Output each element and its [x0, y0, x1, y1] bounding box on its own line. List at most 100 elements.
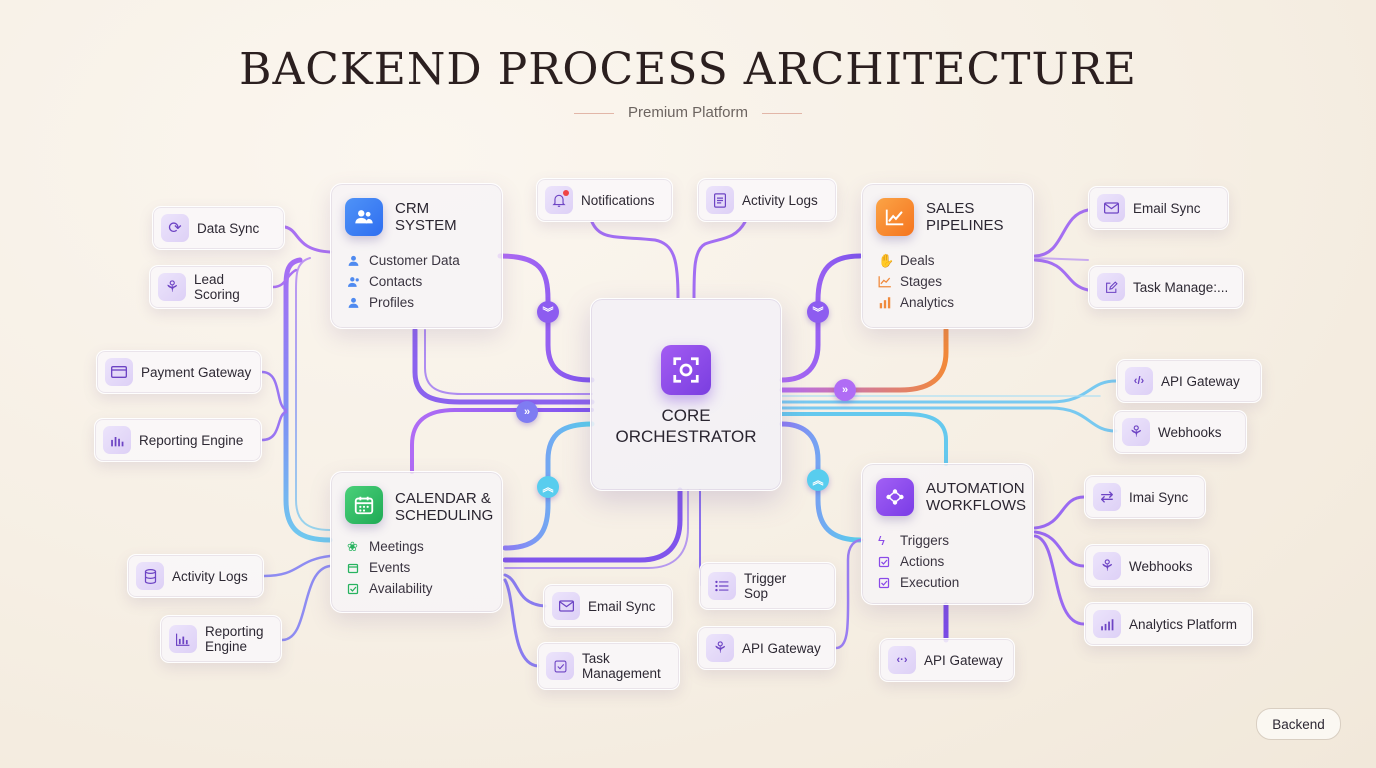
wire-task-management-bottom	[503, 578, 540, 668]
webhook-icon: ⚘	[706, 634, 734, 662]
bar-chart-icon	[1093, 610, 1121, 638]
chip-webhooks-right-2[interactable]: ⚘ Webhooks	[1084, 544, 1210, 588]
crm-item-contacts[interactable]: Contacts	[347, 271, 460, 292]
chip-payment-gateway[interactable]: Payment Gateway	[96, 350, 262, 394]
chevron-down-icon: ︾	[537, 301, 559, 323]
chip-label: Task Manage:...	[1133, 279, 1229, 295]
crm-item-label: Customer Data	[369, 253, 460, 268]
chip-label: Trigger Sop	[744, 571, 787, 601]
handshake-icon: ✋	[878, 252, 895, 268]
page-title: BACKEND PROCESS ARCHITECTURE	[239, 44, 1137, 95]
calendar-scheduling-panel[interactable]: CALENDAR & SCHEDULING ❀ Meetings Events A…	[330, 471, 503, 613]
chip-task-manager-right[interactable]: Task Manage:...	[1088, 265, 1244, 309]
page-subtitle: Premium Platform	[0, 104, 1376, 121]
chip-activity-logs-top[interactable]: Activity Logs	[697, 178, 837, 222]
wire-api-gateway-bottom	[834, 538, 864, 650]
chip-label: Notifications	[581, 192, 655, 208]
wire-crm-down	[412, 327, 595, 405]
sales-item-label: Stages	[900, 274, 943, 289]
card-icon	[105, 358, 133, 386]
wire-task-manager	[1033, 258, 1090, 292]
chip-label: Lead Scoring	[194, 272, 240, 302]
group-icon: ❀	[347, 538, 358, 554]
chip-email-sync-bottom[interactable]: Email Sync	[543, 584, 673, 628]
wire-email-sync-bottom	[503, 573, 547, 608]
wire-reporting-bottom	[280, 564, 332, 642]
calendar-item-meetings[interactable]: ❀ Meetings	[347, 536, 433, 557]
chip-label: Reporting Engine	[139, 432, 244, 448]
focus-icon	[661, 345, 711, 395]
subtitle-text: Premium Platform	[627, 104, 749, 121]
chip-label: Webhooks	[1129, 558, 1193, 574]
chip-imai-sync[interactable]: ⇄Imai Sync	[1084, 475, 1206, 519]
lightning-icon: ϟ	[878, 533, 885, 548]
chip-lead-scoring[interactable]: ⚘Lead Scoring	[149, 265, 273, 309]
core-title: CORE ORCHESTRATOR	[615, 406, 757, 446]
calendar-title: CALENDAR & SCHEDULING	[395, 490, 494, 524]
wire-activity-top	[692, 220, 747, 300]
calendar-item-label: Events	[369, 560, 411, 575]
wire-webhooks2	[1033, 530, 1086, 568]
chevron-up-icon: ︽	[537, 476, 559, 498]
chip-label: Analytics Platform	[1129, 616, 1238, 632]
chip-api-gateway-bottom-2[interactable]: ‹·› API Gateway	[879, 638, 1015, 682]
webhook-icon: ⚘	[1093, 552, 1121, 580]
core-orchestrator[interactable]: CORE ORCHESTRATOR	[590, 298, 782, 491]
calendar-item-availability[interactable]: Availability	[347, 578, 433, 599]
sales-pipelines-panel[interactable]: SALES PIPELINES ✋Deals Stages Analytics	[861, 183, 1034, 329]
chip-reporting-engine-bottom[interactable]: Reporting Engine	[160, 615, 282, 663]
bar-chart-icon	[169, 625, 197, 653]
sales-item-deals[interactable]: ✋Deals	[878, 250, 954, 271]
refresh-icon: ⟳	[161, 214, 189, 242]
calendar-item-label: Meetings	[369, 539, 424, 554]
crm-item-customer-data[interactable]: Customer Data	[347, 250, 460, 271]
chip-trigger-sop[interactable]: Trigger Sop	[699, 562, 836, 610]
chip-task-management-bottom[interactable]: Task Management	[537, 642, 680, 690]
automation-item-label: Execution	[900, 575, 960, 590]
chip-email-sync-right[interactable]: Email Sync	[1088, 186, 1229, 230]
backend-badge[interactable]: Backend	[1256, 708, 1341, 740]
chip-reporting-engine-left[interactable]: Reporting Engine	[94, 418, 262, 462]
chip-label: Reporting Engine	[205, 624, 264, 654]
chevron-up-icon: ︽	[807, 469, 829, 491]
crm-item-label: Contacts	[369, 274, 423, 289]
calendar-icon	[345, 486, 383, 524]
chevron-down-icon: ︾	[807, 301, 829, 323]
subtitle-rule-right	[762, 112, 803, 114]
check-square-icon	[546, 652, 574, 680]
chip-api-gateway-right[interactable]: ‹/›API Gateway	[1116, 359, 1262, 403]
wire-left-bus-inner	[295, 257, 331, 531]
bar-chart-icon	[103, 426, 131, 454]
chip-activity-logs-left[interactable]: Activity Logs	[127, 554, 264, 598]
automation-item-execution[interactable]: Execution	[878, 572, 959, 593]
database-icon	[136, 562, 164, 590]
sales-item-analytics[interactable]: Analytics	[878, 292, 954, 313]
wire-webhooks-right	[780, 406, 1118, 433]
bar-chart-icon	[878, 296, 900, 309]
chip-label: Payment Gateway	[141, 364, 252, 380]
crm-item-profiles[interactable]: Profiles	[347, 292, 460, 313]
chip-webhooks-right[interactable]: ⚘Webhooks	[1113, 410, 1247, 454]
chip-notifications[interactable]: Notifications	[536, 178, 673, 222]
wire-analytics-platform	[1033, 534, 1086, 626]
mail-icon	[1097, 194, 1125, 222]
list-icon	[708, 572, 736, 600]
chevron-right-icon: »	[834, 379, 856, 401]
automation-item-actions[interactable]: Actions	[878, 551, 959, 572]
chip-label: API Gateway	[1161, 373, 1240, 389]
chip-data-sync[interactable]: ⟳Data Sync	[152, 206, 285, 250]
calendar-item-events[interactable]: Events	[347, 557, 433, 578]
chip-label: API Gateway	[924, 652, 1003, 668]
chip-analytics-platform[interactable]: Analytics Platform	[1084, 602, 1253, 646]
wire-lead-scoring	[271, 268, 298, 289]
sales-item-stages[interactable]: Stages	[878, 271, 954, 292]
chip-label: Task Management	[582, 651, 661, 681]
code-icon: ‹·›	[888, 646, 916, 674]
wire-email-sync-right	[1033, 208, 1090, 258]
crm-system-panel[interactable]: CRM SYSTEM Customer Data Contacts Profil…	[330, 183, 503, 329]
automation-item-label: Actions	[900, 554, 945, 569]
sales-item-label: Analytics	[900, 295, 955, 310]
chip-api-gateway-bottom[interactable]: ⚘API Gateway	[697, 626, 836, 670]
